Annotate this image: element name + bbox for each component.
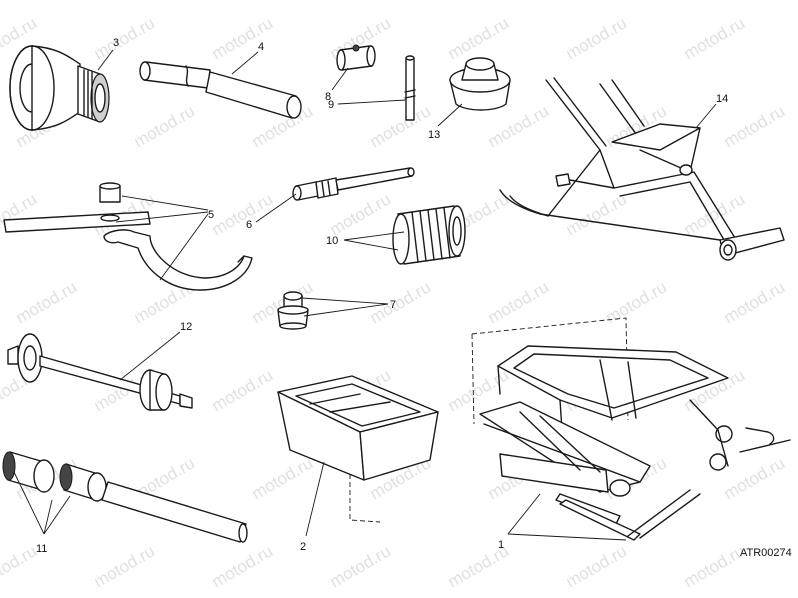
callout-12: 12: [180, 321, 192, 333]
watermark-text: motod.ru: [367, 277, 435, 327]
watermark-text: motod.ru: [563, 189, 631, 239]
watermark-text: motod.ru: [367, 101, 435, 151]
watermark-text: motod.ru: [445, 13, 513, 63]
watermark-text: motod.ru: [563, 13, 631, 63]
watermark-text: motod.ru: [327, 189, 395, 239]
watermark-text: motod.ru: [131, 101, 199, 151]
tool-8-barrel-pin: [336, 44, 376, 71]
watermark-text: motod.ru: [0, 541, 40, 591]
watermark-text: motod.ru: [721, 277, 789, 327]
tool-3-bell-puller: [9, 45, 110, 131]
tool-9-pin: [404, 55, 416, 121]
tool-13-cap-plug: [449, 57, 511, 111]
callout-5: 5: [208, 209, 214, 221]
watermark-text: motod.ru: [91, 13, 159, 63]
watermark-text: motod.ru: [249, 453, 317, 503]
tool-11-drift-set: [2, 451, 248, 543]
callout-labels: 3 4 8 9 13 14 5 6 10 7 12 11 2 1 ATR0027…: [36, 37, 792, 559]
watermark-text: motod.ru: [681, 13, 749, 63]
callout-11: 11: [36, 543, 47, 555]
callout-10: 10: [326, 235, 338, 247]
watermark-text: motod.ru: [721, 453, 789, 503]
callout-3: 3: [113, 37, 119, 49]
callout-13: 13: [428, 129, 440, 141]
tool-1-outline: [349, 317, 629, 523]
tool-12-bearing-puller: [7, 333, 193, 411]
callout-4: 4: [258, 41, 264, 53]
callout-9: 9: [328, 99, 334, 111]
tool-7-adaptor: [277, 291, 309, 330]
callout-2: 2: [300, 541, 306, 553]
tool-6-shaft: [292, 167, 415, 201]
tool-5-c-spanner-set: [3, 182, 253, 291]
watermark-text: motod.ru: [603, 277, 671, 327]
callout-6: 6: [246, 219, 252, 231]
watermark-text: motod.ru: [563, 541, 631, 591]
watermark-text: motod.ru: [681, 541, 749, 591]
watermark-text: motod.ru: [209, 365, 277, 415]
tool-10-split-bushing: [392, 205, 466, 265]
watermark-text: motod.ru: [209, 13, 277, 63]
watermark-text: motod.ru: [327, 541, 395, 591]
watermark-text: motod.ru: [681, 189, 749, 239]
watermark-text: motod.ru: [485, 277, 553, 327]
leader-lines: [13, 49, 717, 541]
watermark-text: motod.ru: [209, 189, 277, 239]
watermark-text: motod.ru: [91, 541, 159, 591]
watermark-text: motod.ru: [13, 277, 81, 327]
tool-14-rear-stand: [499, 77, 785, 261]
tool-4-drift-shaft: [139, 61, 302, 119]
tool-1-scissor-lift: [479, 345, 791, 541]
watermark-text: motod.ru: [721, 101, 789, 151]
callout-7: 7: [390, 299, 396, 311]
callout-8: 8: [325, 91, 331, 103]
drawing-code: ATR00274: [740, 547, 792, 559]
watermark-text: motod.ru: [209, 541, 277, 591]
callout-14: 14: [716, 93, 728, 105]
callout-1: 1: [498, 539, 504, 551]
tool-2-drain-tray: [277, 375, 439, 481]
